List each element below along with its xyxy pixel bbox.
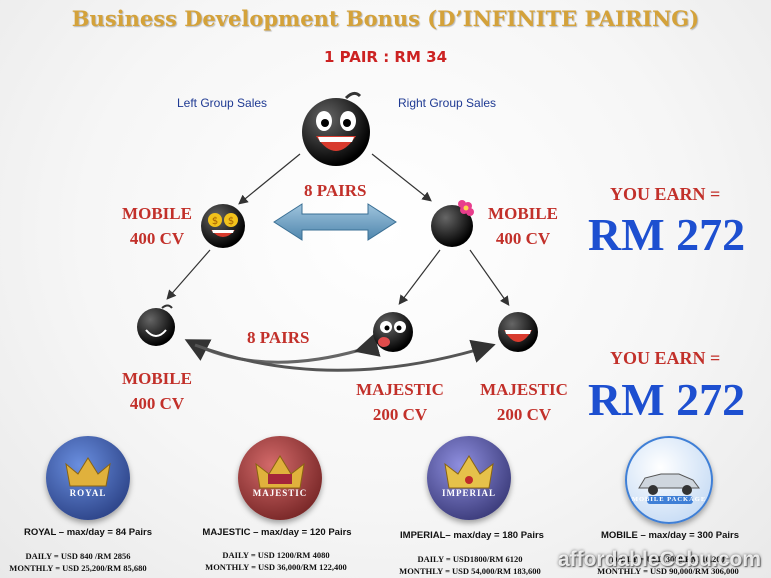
- majestic-right-cv: 200 CV: [496, 405, 552, 424]
- left-mobile-cv: 400 CV: [129, 229, 185, 248]
- mobile-package-badge-text: MOBILE PACKAGE: [631, 496, 707, 503]
- majestic-package-label: MAJESTIC – max/day = 120 Pairs: [202, 527, 352, 538]
- imperial-package-info: DAILY = USD1800/RM 6120 MONTHLY = USD 54…: [370, 553, 570, 577]
- left-mobile-bomb-icon: $ $: [201, 204, 245, 248]
- majestic-left-node: MAJESTIC 200 CV: [350, 377, 450, 427]
- majestic-left-cv: 200 CV: [372, 405, 428, 424]
- line-right-to-majestic-left: [398, 249, 441, 305]
- majestic-badge: MAJESTIC: [238, 436, 322, 520]
- right-group-label: Right Group Sales: [398, 96, 497, 110]
- left-mobile-node: MOBILE 400 CV: [112, 201, 202, 251]
- mobile-daily: DAILY = USD 3000/RM 10,200: [611, 554, 725, 564]
- majestic-right-bomb-icon: [498, 312, 538, 352]
- mobile-package-badge: MOBILE PACKAGE: [625, 436, 713, 524]
- majestic-right-name: MAJESTIC: [480, 380, 568, 399]
- watermark: affordableCebu.com: [557, 548, 761, 571]
- earn-top-label: YOU EARN =: [610, 184, 721, 204]
- imperial-badge-text: IMPERIAL: [441, 488, 496, 498]
- svg-text:$: $: [212, 216, 218, 227]
- pair-value: 1 PAIR : RM 34: [323, 48, 448, 66]
- bottom-mobile-bomb-icon: [137, 304, 175, 346]
- line-top-to-left: [238, 153, 301, 205]
- right-mobile-cv: 400 CV: [495, 229, 551, 248]
- majestic-daily: DAILY = USD 1200/RM 4080: [222, 550, 330, 560]
- bottom-mobile-cv: 400 CV: [129, 394, 185, 413]
- car-icon: [638, 473, 700, 504]
- right-mobile-name: MOBILE: [488, 204, 558, 223]
- double-arrow: [273, 203, 397, 241]
- line-left-to-bottom: [166, 249, 211, 300]
- svg-text:$: $: [228, 216, 234, 227]
- majestic-package-info: DAILY = USD 1200/RM 4080 MONTHLY = USD 3…: [176, 549, 376, 573]
- imperial-monthly: MONTHLY = USD 54,000/RM 183,600: [399, 566, 541, 576]
- royal-daily: DAILY = USD 840 /RM 2856: [25, 551, 131, 561]
- royal-badge-text: ROYAL: [69, 488, 107, 498]
- royal-package-label: ROYAL – max/day = 84 Pairs: [23, 527, 153, 538]
- crown-icon: [65, 457, 111, 487]
- crown-icon: [444, 455, 494, 489]
- imperial-badge: IMPERIAL: [427, 436, 511, 520]
- bottom-mobile-node: MOBILE 400 CV: [112, 366, 202, 416]
- majestic-monthly: MONTHLY = USD 36,000/RM 122,400: [205, 562, 347, 572]
- right-mobile-node: MOBILE 400 CV: [478, 201, 568, 251]
- royal-package-info: DAILY = USD 840 /RM 2856 MONTHLY = USD 2…: [0, 550, 178, 574]
- curve-arrow-right: [194, 339, 496, 372]
- pairs-top-label: 8 PAIRS: [304, 181, 367, 200]
- line-top-to-right: [371, 153, 432, 202]
- mobile-package-label: MOBILE – max/day = 300 Pairs: [600, 530, 740, 541]
- majestic-right-node: MAJESTIC 200 CV: [474, 377, 574, 427]
- pairs-bottom-label: 8 PAIRS: [247, 328, 310, 347]
- earn-top-amount: RM 272: [588, 209, 746, 260]
- bottom-mobile-name: MOBILE: [122, 369, 192, 388]
- right-mobile-bomb-icon: [431, 200, 474, 247]
- left-mobile-name: MOBILE: [122, 204, 192, 223]
- page-title: Business Development Bonus (D’INFINITE P…: [71, 6, 700, 31]
- majestic-left-name: MAJESTIC: [356, 380, 444, 399]
- imperial-package-label: IMPERIAL– max/day = 180 Pairs: [400, 530, 544, 541]
- earn-bottom-label: YOU EARN =: [610, 348, 721, 368]
- majestic-left-bomb-icon: [373, 312, 413, 352]
- imperial-daily: DAILY = USD1800/RM 6120: [417, 554, 523, 564]
- mobile-monthly: MONTHLY = USD 90,000/RM 306,000: [597, 566, 739, 576]
- line-right-to-majestic-right: [469, 249, 510, 306]
- top-bomb-icon: [302, 91, 370, 166]
- left-group-label: Left Group Sales: [177, 96, 268, 110]
- crown-icon: [255, 455, 305, 489]
- royal-monthly: MONTHLY = USD 25,200/RM 85,680: [9, 563, 147, 573]
- majestic-badge-text: MAJESTIC: [252, 488, 308, 498]
- royal-badge: ROYAL: [46, 436, 130, 520]
- mobile-package-info: DAILY = USD 3000/RM 10,200 MONTHLY = USD…: [568, 553, 768, 577]
- earn-bottom-amount: RM 272: [588, 374, 746, 425]
